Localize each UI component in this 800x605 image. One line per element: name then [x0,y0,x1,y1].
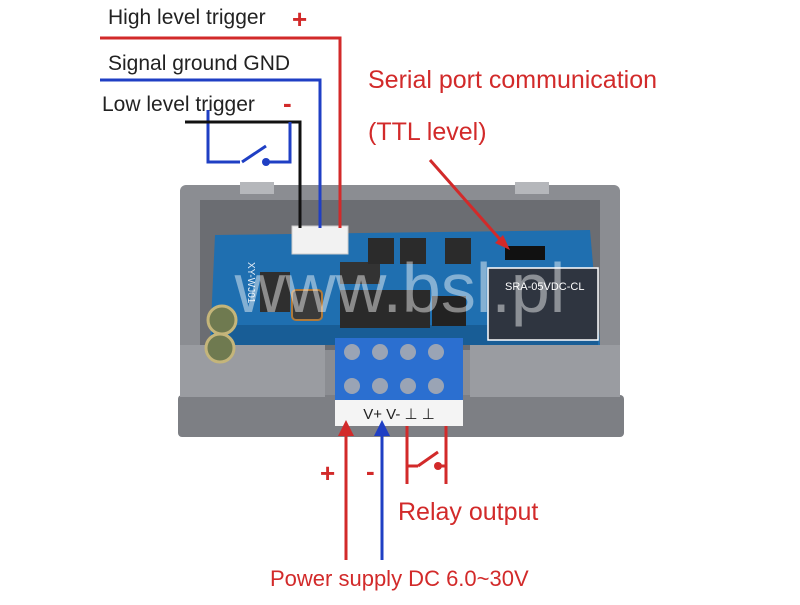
button-1 [368,238,394,264]
label-serial-line2: (TTL level) [368,118,487,146]
button-3 [445,238,471,264]
watermark: www.bsl.pl [234,249,566,327]
input-connector [291,225,349,255]
terminal-label-plate [335,400,463,426]
label-signal-gnd: Signal ground GND [108,52,291,75]
case-notch-left [240,182,274,194]
power-minus-head [374,420,390,436]
serial-arrow-line [428,159,507,246]
label-plus-sign: + [320,458,336,488]
chip-3 [340,262,380,284]
label-high-trigger-sign: + [292,4,308,34]
board-model: XY-WJ01 [245,262,256,304]
relay-model: SRA-05VDC-CL [505,281,584,293]
relay-switch-contact [434,462,442,470]
chip-4 [260,272,290,312]
serial-arrow-head [495,235,510,250]
label-serial-line1: Serial port communication [368,66,658,94]
switch-contact-input [262,158,270,166]
switch-lever-input [241,144,267,164]
label-power-supply: Power supply DC 6.0~30V [270,566,529,591]
main-chip [340,290,430,328]
terminal-marking: V+ V- ⊥ ⊥ [363,406,435,423]
relay-body [487,267,599,341]
capacitor-2 [204,332,236,364]
label-high-trigger: High level trigger [108,6,266,29]
wire-signal-gnd-branch [206,110,240,164]
button-2 [400,238,426,264]
wire-high-trigger [100,36,342,228]
case-right-wall [470,345,620,397]
terminal-screws [344,344,444,394]
label-low-trigger-sign: - [283,88,292,118]
label-minus-sign: - [366,456,375,486]
wire-low-trigger [185,120,302,228]
power-plus-head [338,420,354,436]
wire-low-trigger-loop [266,122,292,164]
case-left-wall [180,345,325,397]
inductor [291,289,323,321]
label-relay-output: Relay output [398,498,539,526]
case-notch-right [515,182,549,194]
label-low-trigger: Low level trigger [102,93,255,116]
serial-header [505,246,545,260]
chip-2 [432,296,466,326]
wire-signal-gnd [100,78,322,228]
relay-switch-lever [417,450,439,468]
capacitor-1 [206,304,238,336]
